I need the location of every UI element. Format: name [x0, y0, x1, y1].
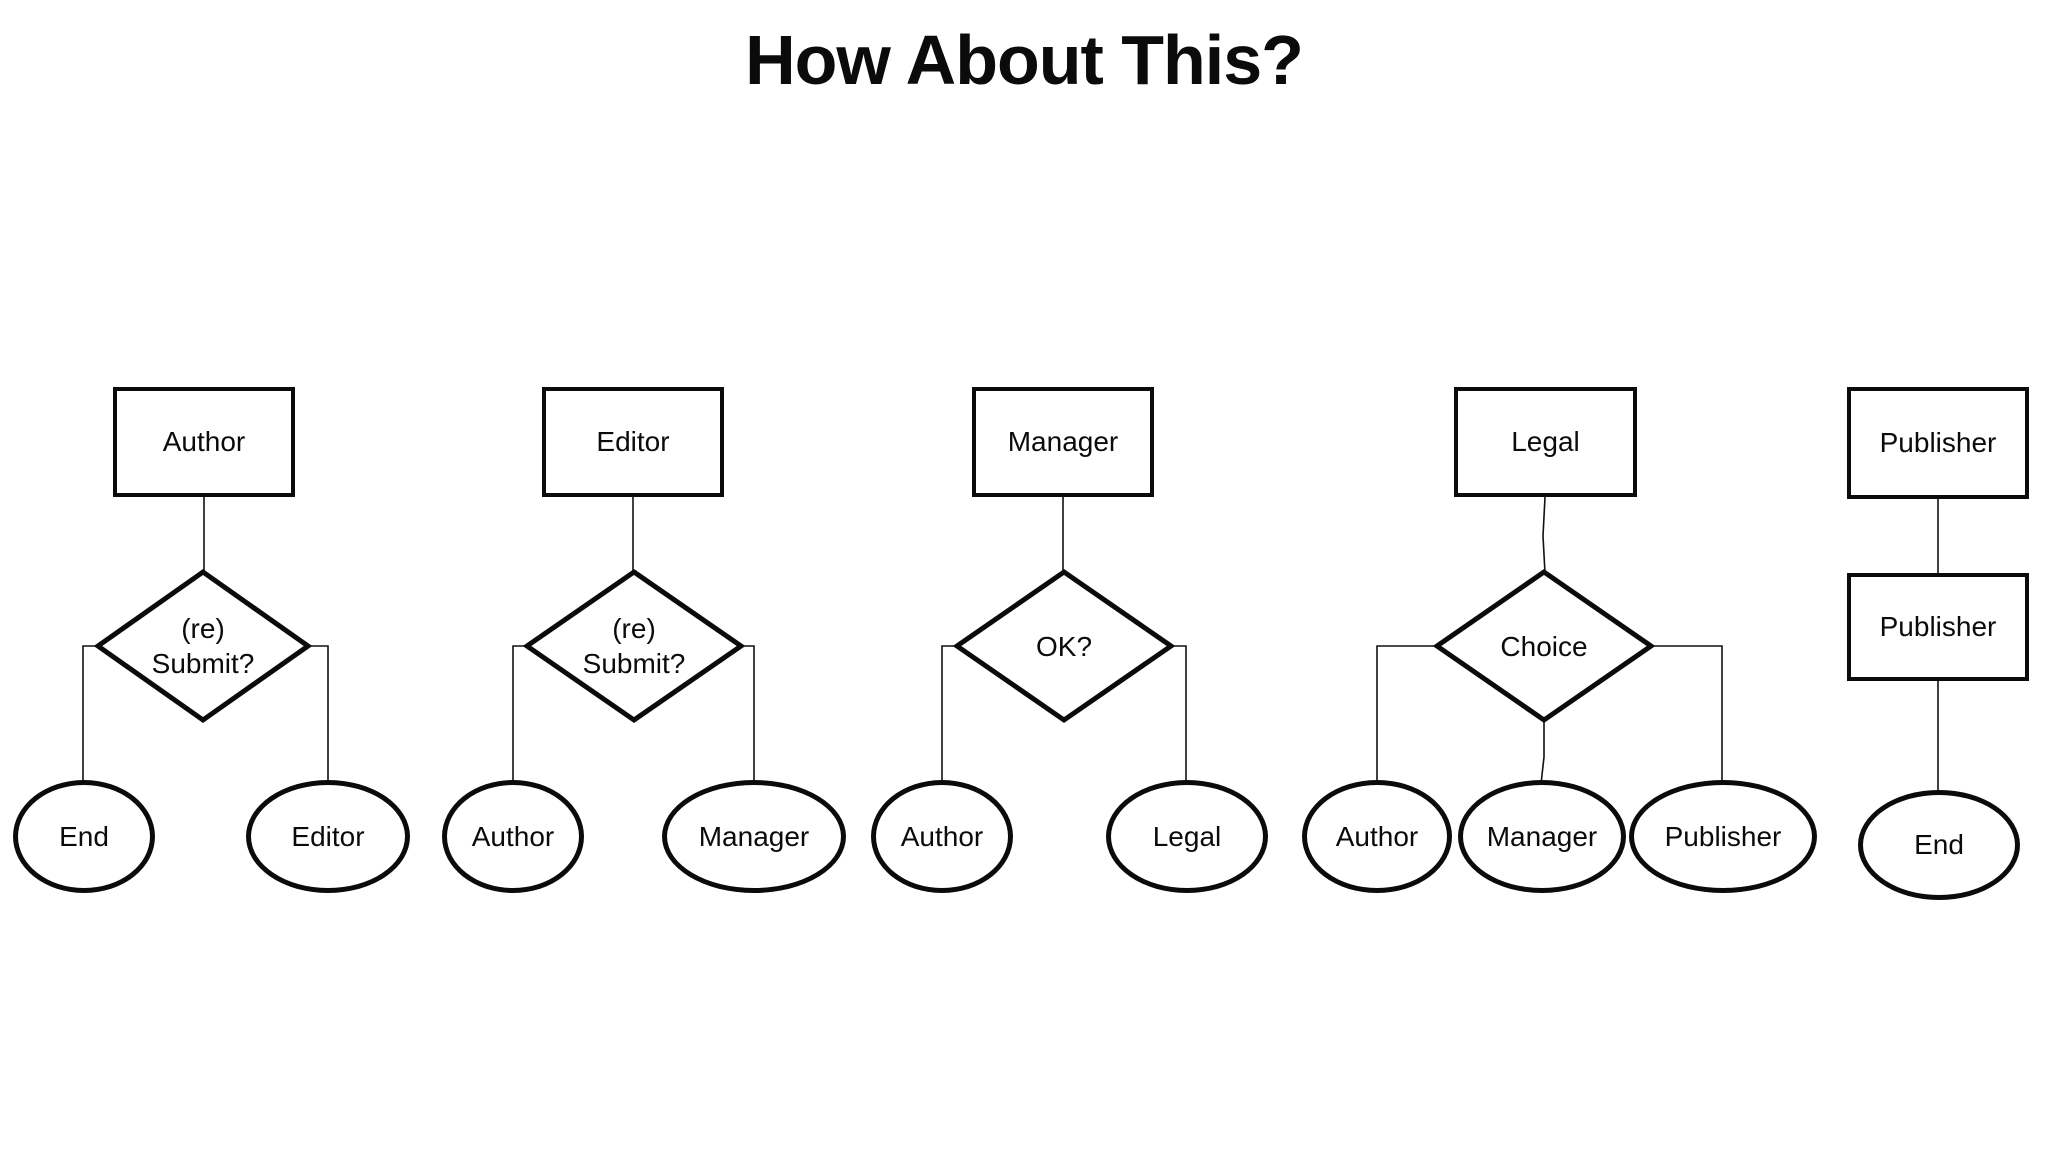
decision-diamond-resubmit-1: [93, 568, 313, 724]
outcome-ellipse-author-2: Author: [871, 780, 1013, 893]
process-box-editor-label: Editor: [596, 426, 670, 457]
process-box-manager: Manager: [972, 387, 1154, 497]
outcome-ellipse-editor: Editor: [246, 780, 410, 893]
outcome-ellipse-publisher: Publisher: [1629, 780, 1817, 893]
slide-title: How About This?: [745, 21, 1304, 99]
outcome-ellipse-manager-1-label: Manager: [698, 820, 810, 852]
process-box-publisher-2-label: Publisher: [1879, 611, 1997, 642]
connector-resubmit1-to-end: [82, 645, 98, 784]
process-box-author: Author: [113, 387, 295, 497]
outcome-ellipse-author-3-label: Author: [1335, 820, 1419, 852]
outcome-ellipse-end-2-label: End: [1914, 829, 1964, 860]
connector-choice-to-author: [1376, 645, 1437, 784]
decision-label-resubmit-1: (re) Submit?: [151, 613, 255, 679]
outcome-ellipse-manager-1: Manager: [662, 780, 846, 893]
process-box-author-label: Author: [162, 426, 246, 457]
connector-legal-to-choice: [1542, 496, 1546, 574]
outcome-ellipse-end-1-label: End: [59, 820, 109, 852]
process-box-legal: Legal: [1454, 387, 1637, 497]
connector-choice-to-publisher: [1651, 645, 1723, 784]
process-box-legal-label: Legal: [1511, 426, 1580, 457]
decision-diamond-choice: [1432, 568, 1656, 724]
process-box-manager-label: Manager: [1007, 426, 1119, 457]
connector-resubmit2-to-manager: [741, 645, 755, 784]
outcome-ellipse-publisher-label: Publisher: [1664, 820, 1782, 852]
decision-label-resubmit-2: (re) Submit?: [582, 613, 686, 679]
outcome-ellipse-editor-label: Editor: [291, 820, 365, 852]
connector-ok-to-legal: [1171, 645, 1187, 784]
process-box-publisher-1: Publisher: [1847, 387, 2029, 499]
outcome-ellipse-manager-2-label: Manager: [1486, 820, 1598, 852]
decision-label-choice: Choice: [1500, 630, 1588, 662]
outcome-ellipse-end-2: End: [1858, 790, 2020, 900]
decision-diamond-ok: [952, 568, 1176, 724]
connector-choice-to-manager: [1540, 719, 1545, 785]
process-box-editor: Editor: [542, 387, 724, 497]
outcome-ellipse-end-1: End: [13, 780, 155, 893]
outcome-ellipse-author-1-label: Author: [471, 820, 555, 852]
connector-resubmit1-to-editor: [308, 645, 329, 784]
connector-ok-to-author: [941, 645, 957, 784]
decision-label-ok: OK?: [1035, 630, 1093, 662]
outcome-ellipse-author-1: Author: [442, 780, 584, 893]
connector-resubmit2-to-author: [512, 645, 527, 784]
process-box-publisher-2: Publisher: [1847, 573, 2029, 681]
outcome-ellipse-legal: Legal: [1106, 780, 1268, 893]
decision-diamond-resubmit-2: [522, 568, 746, 724]
outcome-ellipse-legal-label: Legal: [1152, 820, 1222, 852]
outcome-ellipse-manager-2: Manager: [1458, 780, 1626, 893]
outcome-ellipse-author-3: Author: [1302, 780, 1452, 893]
process-box-publisher-1-label: Publisher: [1879, 427, 1997, 458]
outcome-ellipse-author-2-label: Author: [900, 820, 984, 852]
